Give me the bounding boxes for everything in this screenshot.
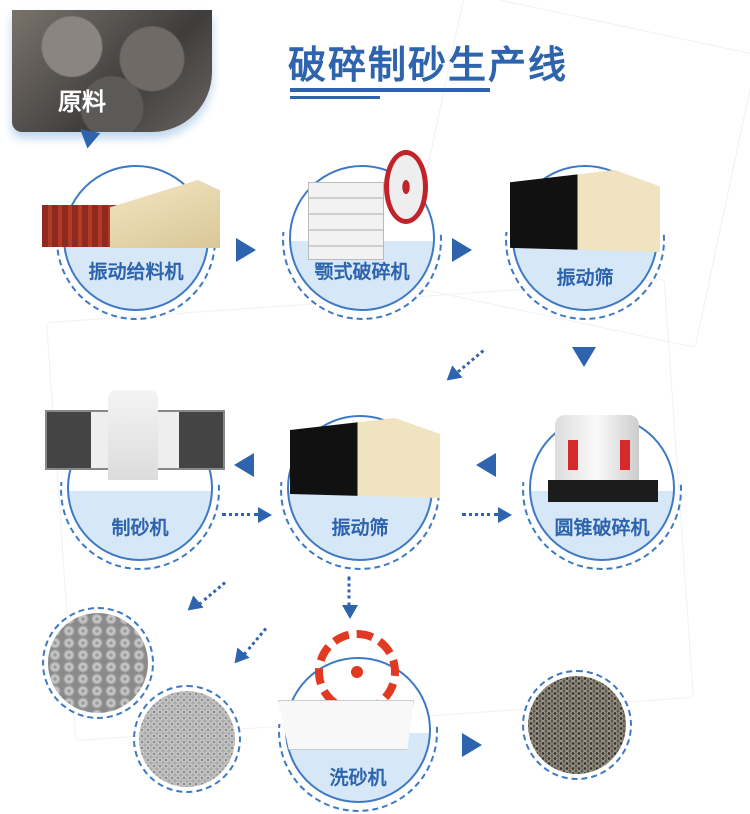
title-underline — [290, 88, 490, 92]
node-label: 颚式破碎机 — [314, 261, 410, 283]
jaw-crusher-flywheel — [384, 150, 428, 224]
node-label: 圆锥破碎机 — [554, 517, 650, 539]
arrow-left-icon — [234, 453, 254, 477]
arrow-down-icon — [572, 347, 596, 367]
arrow-left-icon — [476, 453, 496, 477]
vibrating-screen-image — [290, 418, 440, 498]
dotted-arrow-right-icon — [222, 513, 258, 516]
node-label: 振动筛 — [331, 517, 389, 539]
arrow-right-icon — [462, 733, 482, 757]
page-title: 破碎制砂生产线 — [288, 43, 569, 87]
arrow-right-icon — [236, 238, 256, 262]
node-label: 洗砂机 — [329, 767, 387, 789]
raw-material-image: 原料 — [12, 10, 212, 132]
arrowhead-icon — [342, 605, 358, 619]
node-label: 制砂机 — [111, 517, 169, 539]
vibrating-feeder-image — [42, 205, 122, 247]
fine-aggregate — [133, 685, 241, 793]
finished-sand — [522, 670, 632, 780]
node-label: 振动给料机 — [88, 261, 184, 283]
arrowhead-icon — [258, 507, 272, 523]
title-underline-short — [290, 96, 380, 99]
cone-crusher-base — [548, 480, 658, 502]
cone-crusher-cylinder — [568, 440, 578, 470]
dotted-arrow-right-icon — [462, 513, 498, 516]
coarse-aggregate — [42, 607, 154, 719]
node-label: 振动筛 — [556, 267, 614, 289]
dotted-arrow-down-icon — [347, 576, 351, 607]
cone-crusher-cylinder — [620, 440, 630, 470]
arrow-right-icon — [452, 238, 472, 262]
vibrating-screen-image — [510, 170, 660, 252]
jaw-crusher-image — [308, 182, 384, 260]
raw-material-label: 原料 — [58, 88, 106, 116]
sand-maker-tower — [108, 390, 158, 480]
arrowhead-icon — [498, 507, 512, 523]
sand-washer-tank — [278, 700, 414, 750]
